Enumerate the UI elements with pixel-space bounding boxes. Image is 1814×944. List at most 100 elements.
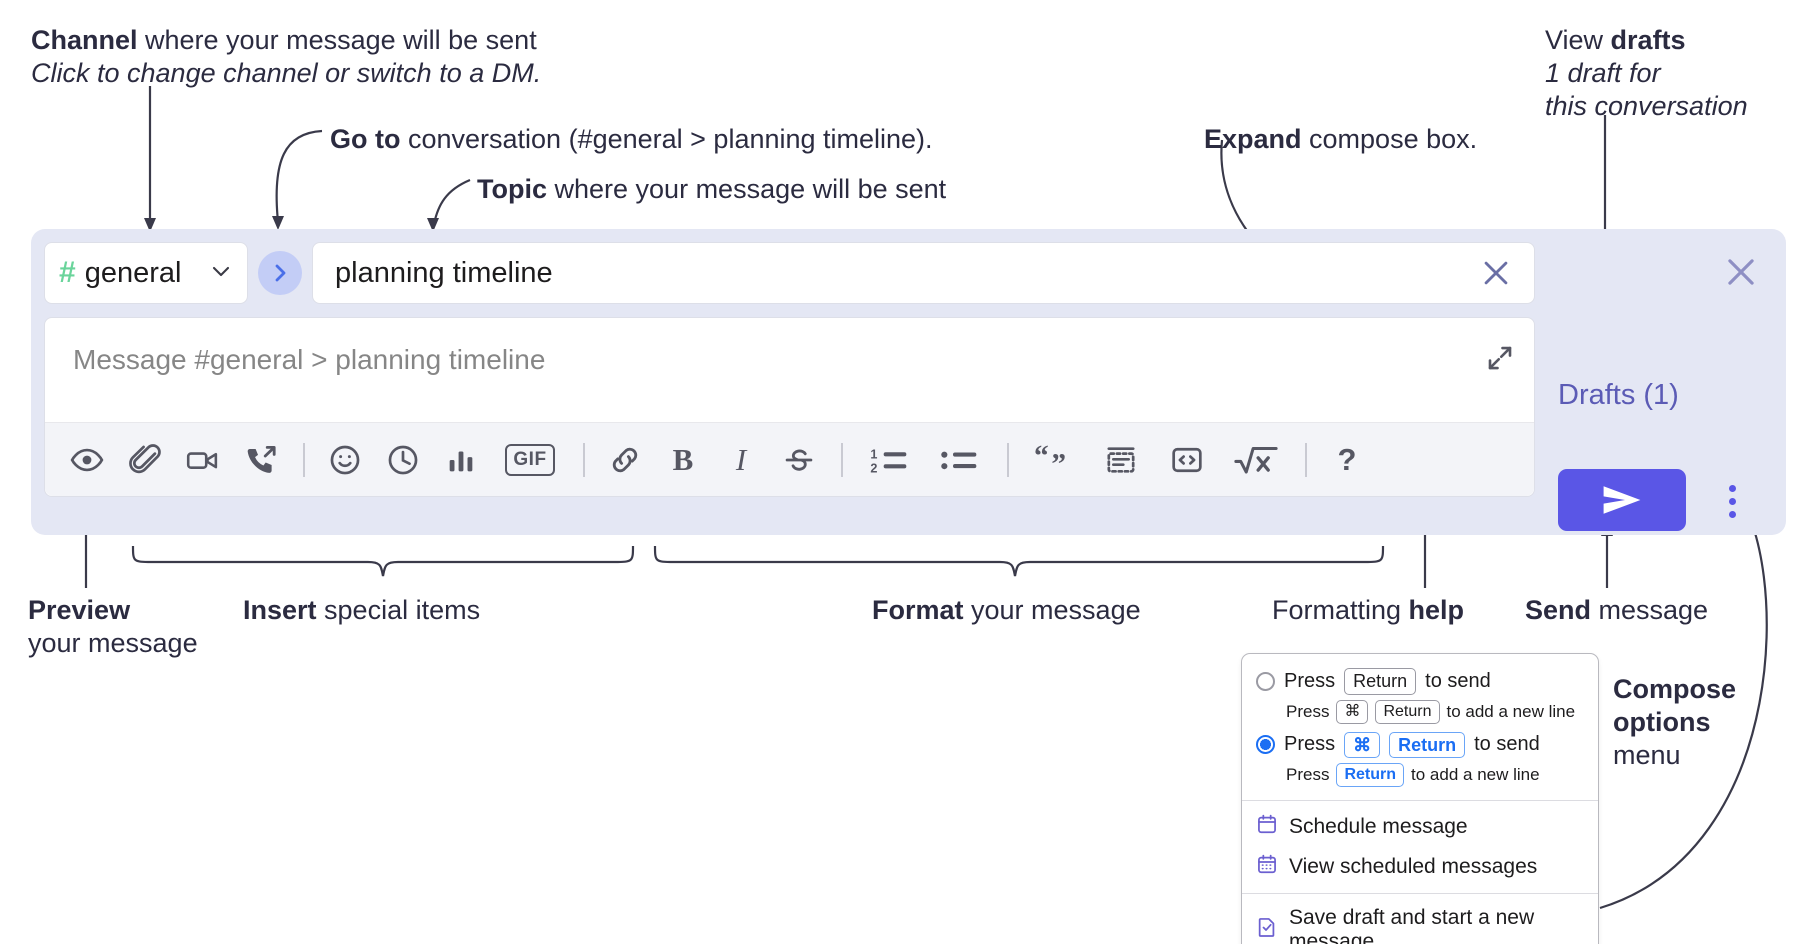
annotation-drafts: View drafts 1 draft for this conversatio…: [1545, 24, 1748, 123]
toolbar-divider: [841, 442, 843, 477]
annotation-compose-options: Compose options menu: [1613, 673, 1736, 772]
toolbar-divider: [1305, 442, 1307, 477]
annotation-help-plain: Formatting: [1272, 595, 1409, 625]
hash-icon: #: [59, 256, 76, 289]
math-icon[interactable]: [1225, 436, 1287, 484]
send-button[interactable]: [1558, 469, 1686, 531]
bold-label: B: [672, 441, 694, 477]
option2-pre: Press: [1284, 733, 1336, 756]
option1-post: to send: [1425, 669, 1491, 692]
annotation-send-rest: message: [1591, 595, 1709, 625]
huddle-icon[interactable]: [237, 436, 285, 484]
help-label: ?: [1337, 441, 1357, 477]
option2-key2: Return: [1389, 731, 1466, 758]
calendar-view-icon: [1256, 853, 1278, 881]
message-placeholder: Message #general > planning timeline: [73, 344, 546, 375]
menu-item-save-draft[interactable]: Save draft and start a new message: [1242, 900, 1598, 944]
send-option-cmd-return[interactable]: Press ⌘ Return to send Press Return to a…: [1242, 728, 1598, 792]
option2-post: to send: [1474, 733, 1540, 756]
kebab-dot: [1728, 484, 1736, 492]
preview-icon[interactable]: [63, 436, 111, 484]
annotation-goto-bold: Go to: [330, 124, 401, 154]
radio-unselected-icon[interactable]: [1256, 671, 1275, 691]
message-input-container: Message #general > planning timeline: [44, 317, 1535, 497]
annotation-help-bold: help: [1408, 595, 1465, 625]
send-icon: [1603, 486, 1641, 514]
blockquote-icon[interactable]: “”: [1025, 436, 1083, 484]
close-icon[interactable]: [1720, 251, 1762, 293]
gif-icon[interactable]: GIF: [495, 436, 565, 484]
compose-options-menu: Press Return to send Press ⌘ Return to a…: [1241, 653, 1599, 944]
italic-icon[interactable]: I: [717, 436, 765, 484]
annotation-channel: Channel where your message will be sent …: [31, 24, 541, 90]
channel-name: general: [84, 256, 182, 289]
kebab-dot: [1728, 497, 1736, 505]
video-icon[interactable]: [179, 436, 227, 484]
toolbar-divider: [1007, 442, 1009, 477]
annotation-send-bold: Send: [1525, 595, 1592, 625]
annotation-drafts-plain: View: [1545, 25, 1611, 55]
help-icon[interactable]: ?: [1323, 436, 1371, 484]
code-snippet-icon[interactable]: [1159, 436, 1215, 484]
send-option-return[interactable]: Press Return to send Press ⌘ Return to a…: [1242, 664, 1598, 728]
annotation-insert-rest: special items: [316, 595, 481, 625]
menu-item-view-scheduled-messages[interactable]: View scheduled messages: [1242, 847, 1598, 887]
drafts-link[interactable]: Drafts (1): [1558, 379, 1679, 411]
annotation-format-rest: your message: [963, 595, 1141, 625]
option2-sub-pre: Press: [1286, 765, 1330, 784]
bold-icon[interactable]: B: [659, 436, 707, 484]
option1-sub-pre: Press: [1286, 701, 1330, 721]
channel-picker[interactable]: # general: [44, 242, 248, 304]
radio-selected-icon[interactable]: [1256, 735, 1275, 755]
svg-text:2: 2: [870, 461, 877, 475]
annotation-expand-rest: compose box.: [1301, 124, 1478, 154]
formatting-toolbar: GIF B I: [45, 422, 1534, 496]
attachment-icon[interactable]: [121, 436, 169, 484]
annotation-format: Format your message: [872, 594, 1141, 627]
menu-item-label: Save draft and start a new message: [1289, 906, 1535, 944]
menu-item-schedule-message[interactable]: Schedule message: [1242, 807, 1598, 847]
goto-conversation-button[interactable]: [258, 251, 302, 295]
compose-options-button[interactable]: [1712, 479, 1752, 523]
menu-divider: [1242, 800, 1598, 801]
expand-icon[interactable]: [1480, 338, 1520, 378]
close-icon[interactable]: [1474, 251, 1518, 295]
annotation-topic-rest: where your message will be sent: [547, 174, 947, 204]
option1-pre: Press: [1284, 669, 1336, 692]
annotation-drafts-bold: drafts: [1610, 25, 1686, 55]
annotation-channel-bold: Channel: [31, 25, 138, 55]
compose-right-panel: Drafts (1): [1536, 229, 1786, 535]
bulleted-list-icon[interactable]: [929, 436, 989, 484]
compose-main-column: # general planning timeline: [44, 242, 1535, 497]
topic-field[interactable]: planning timeline: [312, 242, 1535, 304]
option2-sub-post: to add a new line: [1411, 765, 1540, 784]
menu-item-label: Schedule message: [1289, 815, 1468, 838]
compose-box: # general planning timeline: [31, 229, 1786, 535]
poll-icon[interactable]: [437, 436, 485, 484]
emoji-icon[interactable]: [321, 436, 369, 484]
annotation-co-bold2: options: [1613, 706, 1711, 737]
annotation-co-bold1: Compose: [1613, 674, 1737, 704]
annotation-format-bold: Format: [872, 595, 964, 625]
strikethrough-icon[interactable]: [775, 436, 823, 484]
annotation-insert: Insert special items: [243, 594, 480, 627]
annotation-expand-bold: Expand: [1204, 124, 1302, 154]
toolbar-divider: [583, 442, 585, 477]
message-input[interactable]: Message #general > planning timeline: [45, 318, 1534, 422]
link-icon[interactable]: [601, 436, 649, 484]
annotation-drafts-italic2: this conversation: [1545, 90, 1748, 121]
option2-sub-key: Return: [1336, 763, 1405, 787]
menu-divider: [1242, 893, 1598, 894]
compose-header-row: # general planning timeline: [44, 242, 1535, 304]
annotation-preview-bold: Preview: [28, 595, 131, 625]
code-block-icon[interactable]: [1093, 436, 1149, 484]
calendar-schedule-icon: [1256, 813, 1278, 841]
italic-label: I: [735, 441, 747, 477]
annotation-expand: Expand compose box.: [1204, 123, 1477, 156]
svg-text:1: 1: [870, 447, 877, 461]
save-draft-icon: [1256, 916, 1278, 944]
clock-icon[interactable]: [379, 436, 427, 484]
toolbar-divider: [303, 442, 305, 477]
